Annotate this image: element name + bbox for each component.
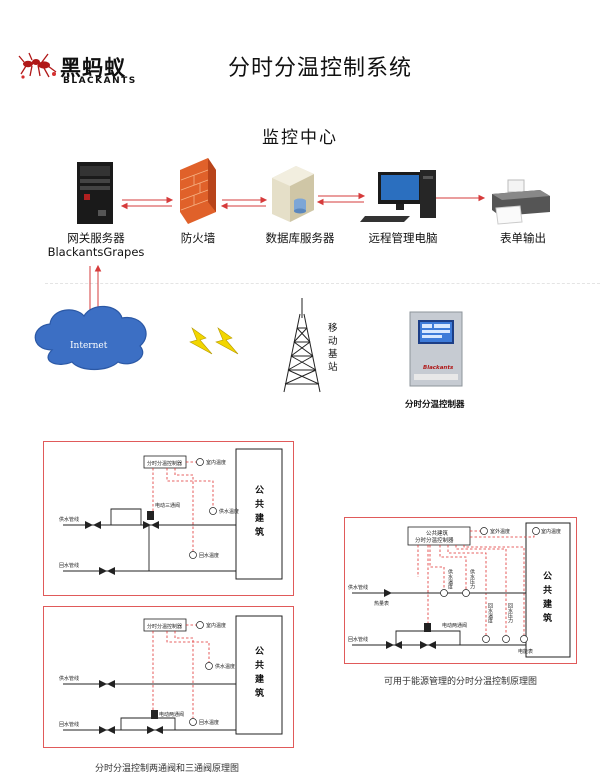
building-label-3: 建 xyxy=(255,512,265,524)
supply-temp-label: 供水温度 xyxy=(215,663,235,670)
controller-cabinet-icon xyxy=(409,311,463,387)
printer-icon xyxy=(492,179,550,225)
server-tower-icon xyxy=(77,162,113,224)
building-label-4: 筑 xyxy=(255,687,264,699)
power-meter-label: 电能表 xyxy=(518,648,533,655)
return-pipe-label: 回水管线 xyxy=(348,636,368,643)
return-temp-label: 回水温度 xyxy=(487,603,493,624)
two-way-valve-diagram xyxy=(43,606,294,748)
valve-label: 电动两通阀 xyxy=(159,711,184,718)
heat-meter-label: 热量表 xyxy=(374,600,389,607)
firewall-icon xyxy=(180,158,216,224)
page-title: 分时分温控制系统 xyxy=(228,56,413,81)
desktop-computer-icon xyxy=(360,170,436,222)
controller-box-label: 分时分温控制器 xyxy=(147,623,182,630)
supply-temp-label: 供水温度 xyxy=(219,508,239,515)
return-temp-label: 回水温度 xyxy=(199,719,219,726)
indoor-temp-label: 室内温度 xyxy=(541,528,561,535)
controller-box-label-2: 分时分温控制器 xyxy=(415,536,454,544)
building-label-2: 共 xyxy=(255,498,264,510)
internet-label: Internet xyxy=(70,341,108,351)
energy-management-schematic: 公共建筑 分时分温控制器 室外温度 室内温度 供水管线 回水管线 热量表 电动两… xyxy=(348,522,571,658)
valve-label: 电动两通阀 xyxy=(442,622,467,629)
monitor-center-devices xyxy=(77,158,550,225)
supply-pipe-label: 供水管线 xyxy=(348,584,368,591)
database-server-icon xyxy=(272,166,314,222)
supply-pressure-label: 供水压力 xyxy=(469,568,475,590)
supply-pipe-label: 供水管线 xyxy=(59,675,79,682)
building-label-4: 筑 xyxy=(255,526,264,538)
gateway-server-label: 网关服务器 xyxy=(67,231,125,245)
tower-label: 移动基站 xyxy=(328,323,338,373)
supply-temp-label: 供水温度 xyxy=(447,568,453,590)
two-way-valve-schematic: 分时分温控制器 室内温度 供水管线 回水管线 电动两通阀 供水温度 回水温度 公… xyxy=(59,615,283,735)
remote-pc-label: 远程管理电脑 xyxy=(368,231,438,245)
building-label-1: 公 xyxy=(543,571,552,582)
return-pipe-label: 回水管线 xyxy=(59,562,79,569)
internet-cloud-icon xyxy=(34,305,147,371)
building-label-1: 公 xyxy=(255,485,264,496)
cell-tower-icon xyxy=(283,298,321,393)
indoor-temp-label: 室内温度 xyxy=(206,459,226,466)
indoor-temp-label: 室内温度 xyxy=(206,622,226,629)
three-way-valve-schematic: 分时分温控制器 室内温度 供水管线 回水管线 电动三通阀 供水温度 回水温度 公… xyxy=(59,448,283,580)
controller-brand: Blackants xyxy=(423,365,454,371)
brand-name-cn: 黑蚂蚁 xyxy=(60,56,126,80)
brand-name-en: BLACKANTS xyxy=(63,76,137,86)
energy-management-diagram xyxy=(344,517,577,664)
three-way-valve-diagram xyxy=(43,441,294,596)
building-label-2: 共 xyxy=(543,584,552,596)
supply-pipe-label: 供水管线 xyxy=(59,516,79,523)
monitor-center-title: 监控中心 xyxy=(262,128,338,148)
building-label-2: 共 xyxy=(255,659,264,671)
firewall-label: 防火墙 xyxy=(180,231,216,245)
building-label-4: 筑 xyxy=(543,612,552,624)
return-temp-label: 回水温度 xyxy=(199,552,219,559)
section-divider xyxy=(45,283,600,284)
network-row xyxy=(34,264,463,393)
outdoor-temp-label: 室外温度 xyxy=(490,528,510,535)
report-output-label: 表单输出 xyxy=(500,231,546,245)
controller-label: 分时分温控制器 xyxy=(405,400,465,410)
building-label-1: 公 xyxy=(255,646,264,657)
wireless-signal-icon xyxy=(189,327,239,355)
building-label-3: 建 xyxy=(543,598,553,610)
return-pipe-label: 回水管线 xyxy=(59,721,79,728)
energy-diagram-caption: 可用于能源管理的分时分温控制原理图 xyxy=(384,677,538,687)
valve-label: 电动三通阀 xyxy=(155,502,180,509)
return-pressure-label: 回水压力 xyxy=(507,603,513,624)
ant-logo-icon xyxy=(18,52,57,79)
controller-box-label: 分时分温控制器 xyxy=(147,460,182,467)
database-server-label: 数据库服务器 xyxy=(265,231,335,245)
gateway-server-sublabel: BlackantsGrapes xyxy=(47,245,145,259)
valve-diagram-caption: 分时分温控制两通阀和三通阀原理图 xyxy=(95,764,240,774)
building-label-3: 建 xyxy=(255,673,265,685)
controller-box-label-1: 公共建筑 xyxy=(426,529,449,537)
